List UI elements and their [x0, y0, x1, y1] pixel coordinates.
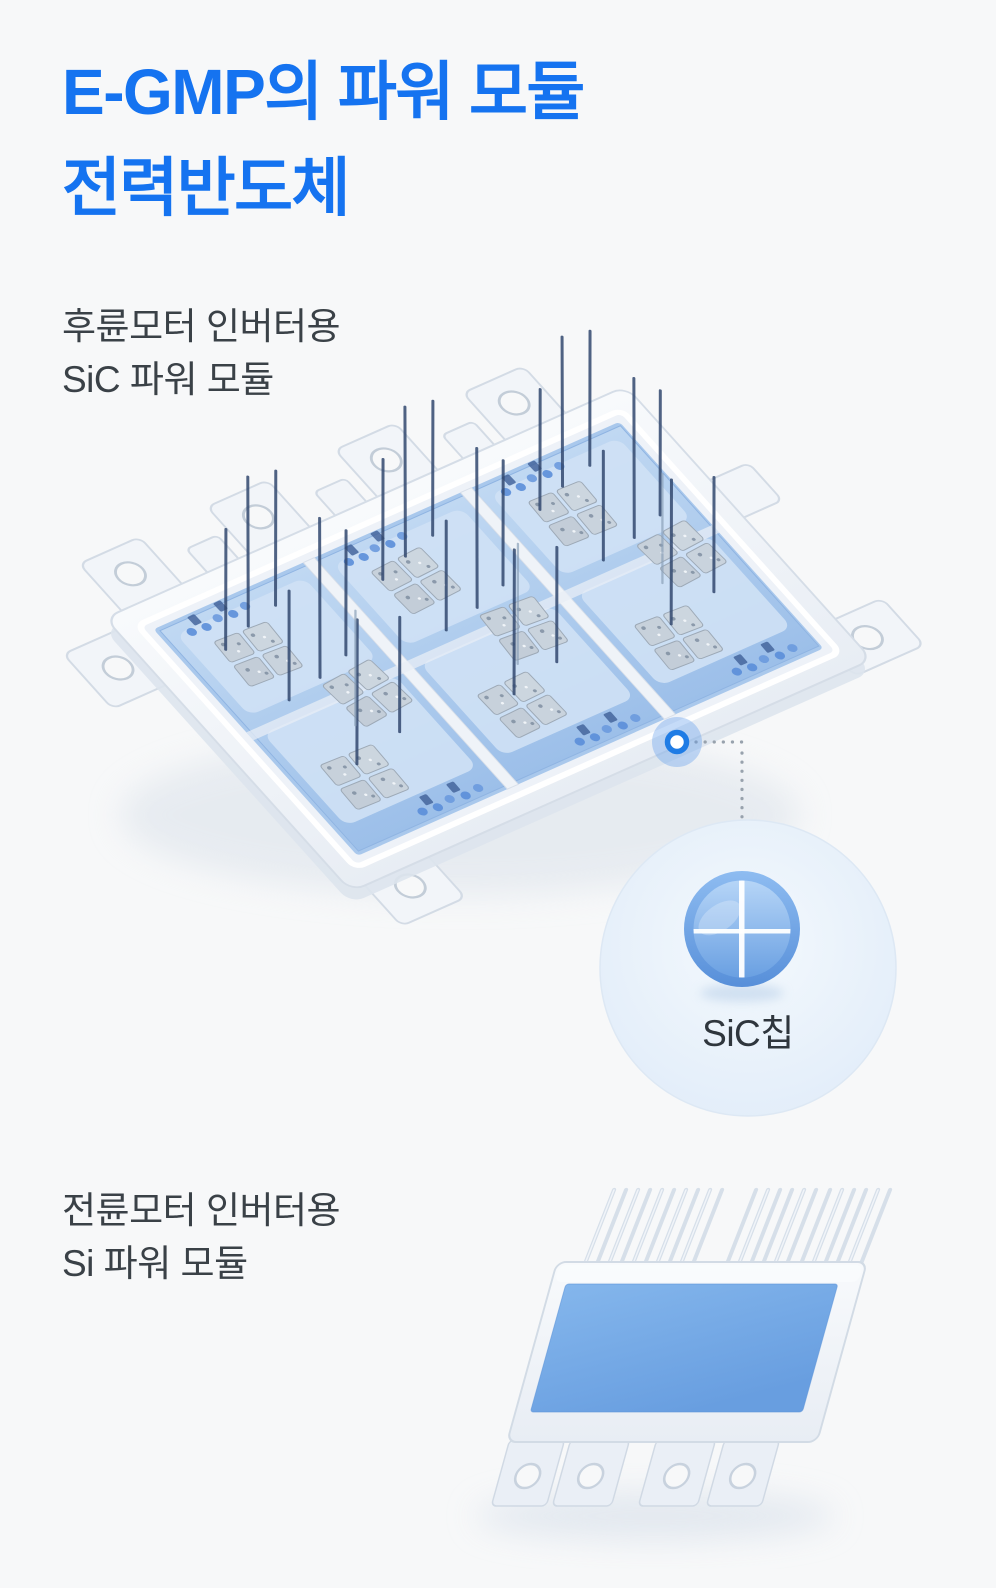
- si-module-top-highlight: [556, 1265, 862, 1282]
- chip-shadow: [700, 984, 784, 1002]
- sic-signal-pins-light: [354, 472, 664, 727]
- dotted-connector: [694, 740, 744, 819]
- sic-module-phase-panels: [159, 425, 820, 852]
- sic-module-label: 후륜모터 인버터용 SiC 파워 모듈: [62, 300, 341, 406]
- blue-dot-marker: [652, 717, 702, 767]
- sic-chip-icon: [684, 871, 800, 1002]
- si-module-blue-panel: [530, 1283, 838, 1413]
- si-module-label: 전륜모터 인버터용 Si 파워 모듈: [62, 1184, 341, 1290]
- title-line-2: 전력반도체: [62, 152, 350, 224]
- sic-label-line-1: 후륜모터 인버터용: [62, 306, 341, 347]
- sic-signal-pins: [224, 329, 716, 766]
- si-module-pins: [581, 1187, 893, 1271]
- title-line-1: E-GMP의 파워 모듈: [62, 56, 585, 128]
- page-title: E-GMP의 파워 모듈 전력반도체: [62, 44, 585, 236]
- chip-cross-lines: [693, 880, 791, 978]
- si-module-tab-holes: [513, 1462, 757, 1490]
- sic-label-line-2: SiC 파워 모듈: [62, 359, 274, 400]
- si-power-module-illustration: [491, 1187, 893, 1507]
- chip-highlight: [698, 900, 741, 936]
- si-module-pins-highlight: [582, 1189, 879, 1269]
- si-label-line-2: Si 파워 모듈: [62, 1243, 248, 1284]
- sic-power-module-illustration: [65, 329, 922, 925]
- si-label-line-1: 전륜모터 인버터용: [62, 1190, 341, 1231]
- sic-chip-caption: SiC칩: [702, 1013, 794, 1054]
